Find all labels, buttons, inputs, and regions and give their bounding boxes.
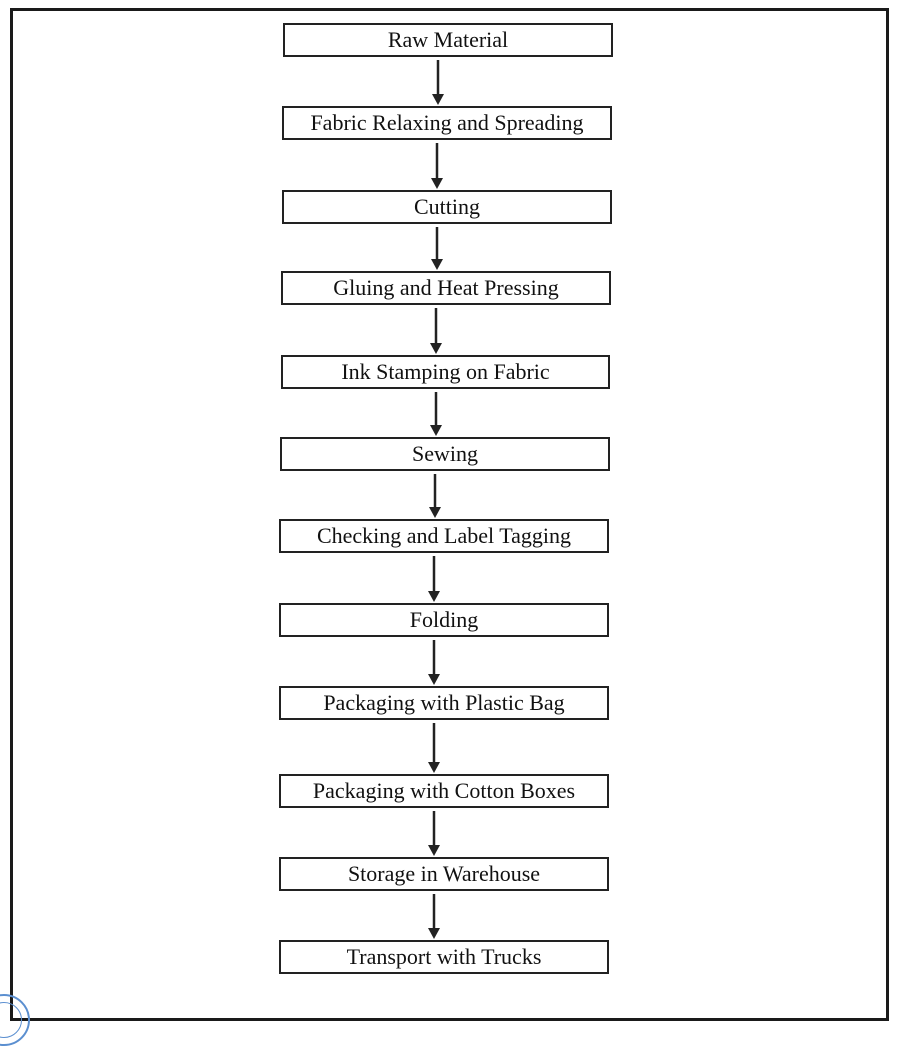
process-step: Packaging with Plastic Bag bbox=[279, 686, 609, 720]
down-arrow-icon bbox=[428, 305, 444, 355]
process-step: Storage in Warehouse bbox=[279, 857, 609, 891]
down-arrow-icon bbox=[426, 808, 442, 857]
down-arrow-icon bbox=[430, 57, 446, 106]
down-arrow-icon bbox=[429, 140, 445, 190]
process-step: Gluing and Heat Pressing bbox=[281, 271, 611, 305]
down-arrow-icon bbox=[426, 891, 442, 940]
process-step: Fabric Relaxing and Spreading bbox=[282, 106, 612, 140]
down-arrow-icon bbox=[428, 389, 444, 437]
process-step: Transport with Trucks bbox=[279, 940, 609, 974]
process-step: Ink Stamping on Fabric bbox=[281, 355, 610, 389]
down-arrow-icon bbox=[426, 637, 442, 686]
process-step: Folding bbox=[279, 603, 609, 637]
process-step: Checking and Label Tagging bbox=[279, 519, 609, 553]
diagram-frame bbox=[10, 8, 889, 1021]
process-step: Raw Material bbox=[283, 23, 613, 57]
process-step: Sewing bbox=[280, 437, 610, 471]
process-step: Cutting bbox=[282, 190, 612, 224]
process-step: Packaging with Cotton Boxes bbox=[279, 774, 609, 808]
down-arrow-icon bbox=[429, 224, 445, 271]
down-arrow-icon bbox=[426, 553, 442, 603]
down-arrow-icon bbox=[426, 720, 442, 774]
down-arrow-icon bbox=[427, 471, 443, 519]
